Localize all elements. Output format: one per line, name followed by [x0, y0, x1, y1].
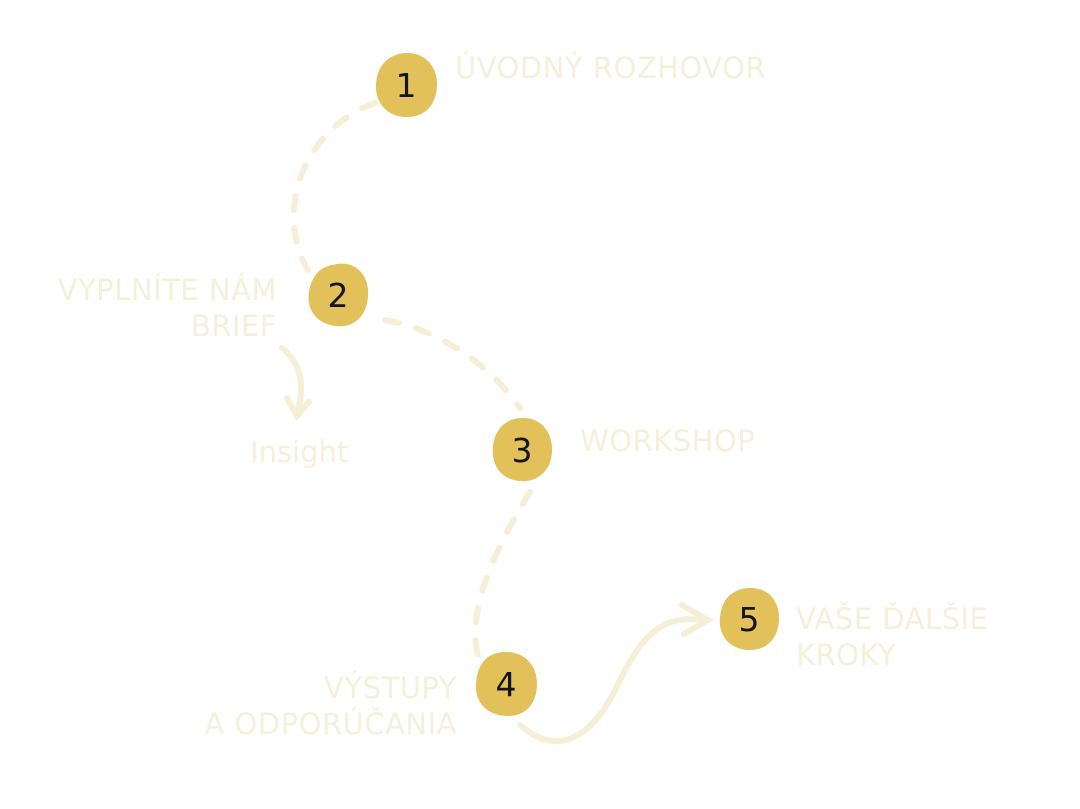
step-3-label: WORKSHOP: [580, 423, 755, 459]
step-4-label-line-2: A ODPORÚČANIA: [204, 707, 457, 741]
step-5-number: 5: [738, 599, 760, 639]
step-4-label-line-1: VÝSTUPY: [324, 671, 457, 705]
brief-to-insight-arrow: [279, 345, 305, 415]
step-5-label: VAŠE ĎALŠIE KROKY: [796, 601, 988, 673]
step-2-label-line-2: BRIEF: [190, 309, 277, 343]
step-5-label-line-2: KROKY: [796, 638, 897, 672]
step-5-badge: 5: [715, 584, 783, 654]
connector-2-3: [382, 317, 523, 411]
step-2-blob: [308, 263, 369, 327]
step-2-label-line-1: VYPLNÍTE NÁM: [57, 273, 277, 307]
step-2-number: 2: [327, 275, 349, 315]
connector-4-5-arrow: [517, 616, 708, 745]
step-4-number: 4: [495, 664, 517, 704]
step-1-label-line-1: ÚVODNÝ ROZHOVOR: [455, 51, 767, 85]
step-3-label-line-1: WORKSHOP: [580, 424, 756, 458]
step-4-blob: [475, 651, 537, 717]
step-5-blob: [719, 587, 780, 651]
arrowhead-to-insight: [284, 395, 312, 422]
step-3-badge: 3: [488, 415, 556, 485]
step-3-number: 3: [511, 430, 533, 470]
connector-1-2: [290, 100, 378, 273]
step-5-label-line-1: VAŠE ĎALŠIE: [796, 602, 989, 636]
step-3-blob: [492, 418, 553, 482]
step-4-badge: 4: [472, 649, 540, 719]
step-1-label: ÚVODNÝ ROZHOVOR: [455, 50, 766, 86]
connector-3-4: [472, 489, 533, 658]
step-2-label: VYPLNÍTE NÁM BRIEF: [58, 272, 277, 344]
step-1-blob: [375, 52, 438, 118]
step-1-badge: 1: [372, 50, 440, 120]
step-4-label: VÝSTUPY A ODPORÚČANIA: [204, 670, 457, 742]
step-1-number: 1: [395, 65, 417, 105]
arrowhead-to-5: [679, 602, 714, 637]
step-2-badge: 2: [304, 260, 372, 330]
insight-label: Insight: [250, 435, 349, 469]
